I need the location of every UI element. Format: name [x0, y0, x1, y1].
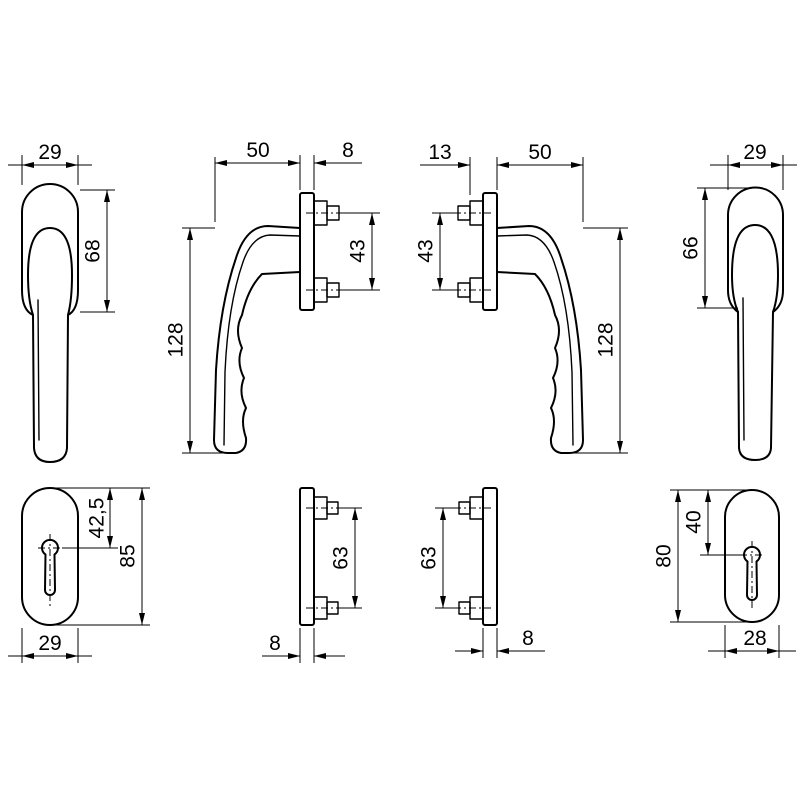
dimension-label: 29: [38, 632, 61, 655]
lever-cap: [731, 224, 779, 313]
extension-line: [50, 487, 150, 626]
dimension-label: 13: [428, 141, 451, 164]
dimension-label: 43: [415, 239, 438, 262]
rosette-side-right: [457, 487, 498, 626]
dimension-side-right-reach: 13 50: [420, 141, 584, 222]
extension-line: [697, 187, 755, 309]
pin-centerline: [457, 507, 491, 609]
dimension-label: 80: [653, 544, 676, 567]
dimension-label: 85: [117, 544, 140, 567]
extension-line: [182, 227, 228, 454]
pin-centerline: [306, 507, 340, 609]
base-plate: [482, 192, 498, 311]
dimension-rosette-right-height: 80: [653, 490, 681, 622]
dimension-label: 28: [743, 627, 766, 650]
lever-inner-line: [742, 297, 745, 441]
dimension-rosette-left-key: 42,5: [50, 487, 150, 626]
lever-inner-line: [496, 234, 574, 446]
dimension-front-left-width: 29: [8, 141, 92, 185]
extension-line: [340, 507, 362, 609]
dimension-front-right-height: 66: [680, 187, 755, 309]
lever-body: [737, 311, 774, 461]
dimension-rosette-right-width: 28: [708, 625, 796, 658]
dimension-rosette-left-height: 85: [117, 488, 145, 625]
dimension-label: 50: [528, 141, 551, 164]
dimension-side-right-length: 128: [569, 227, 628, 454]
extension-line: [670, 489, 752, 623]
base-plate: [482, 487, 498, 626]
extension-line: [727, 155, 784, 190]
dimension-front-right-width: 29: [710, 141, 797, 190]
dimension-label: 66: [680, 236, 703, 259]
dimension-rosette-side-right-spacing: 63: [418, 507, 457, 609]
dimension-label: 8: [269, 632, 281, 655]
dimension-side-left-reach: 50 8: [214, 139, 362, 222]
pin-centerline: [452, 212, 491, 291]
extension-line: [435, 507, 457, 609]
keyhole-icon: [743, 545, 761, 601]
rosette-front-right: [724, 489, 780, 623]
front-view-left-handle: [21, 183, 79, 463]
keyhole-icon: [41, 538, 59, 596]
extension-line: [469, 157, 584, 222]
keyhole-centerline: [740, 541, 764, 610]
front-view-right-handle: [727, 186, 784, 461]
lever-cap: [27, 227, 73, 316]
dimension-rosette-side-right-thickness: 8: [455, 627, 545, 658]
extension-line: [21, 155, 79, 185]
dimension-rosette-side-left-spacing: 63: [330, 507, 362, 609]
rosette-outline: [21, 183, 79, 316]
lever-inner-line: [223, 234, 301, 446]
dimension-label: 50: [246, 139, 269, 162]
base-plate: [299, 487, 315, 626]
dimension-label: 43: [347, 239, 370, 262]
side-view-left-handle: [213, 192, 345, 454]
lever-outline: [496, 225, 584, 454]
extension-line: [432, 212, 455, 291]
dimension-label: 40: [683, 510, 706, 533]
side-view-right-handle: [452, 192, 584, 454]
dimension-label: 8: [522, 627, 534, 650]
dimension-label: 63: [418, 546, 441, 569]
dimension-rosette-left-width: 29: [8, 628, 92, 663]
base-plate: [299, 192, 315, 311]
dimension-label: 29: [743, 141, 766, 164]
extension-line: [482, 628, 498, 658]
dimension-label: 128: [595, 322, 618, 357]
dimension-side-left-pin-spacing: 43: [342, 212, 380, 291]
rosette-outline: [727, 186, 784, 313]
dimension-side-left-length: 128: [165, 227, 228, 454]
rosette-front-left: [21, 487, 79, 626]
pin-centerline: [306, 212, 345, 291]
dimension-side-right-pin-spacing: 43: [415, 212, 455, 291]
dimension-label: 29: [38, 141, 61, 164]
dimension-label: 63: [330, 546, 353, 569]
lever-outline: [213, 225, 301, 454]
dimension-rosette-right-key: 40: [670, 489, 752, 623]
rosette-side-left: [299, 487, 340, 626]
lever-inner-line: [37, 299, 40, 441]
dimension-label: 68: [82, 239, 105, 262]
dimension-label: 8: [342, 139, 354, 162]
lever-body: [32, 314, 69, 463]
dimension-label: 42,5: [86, 498, 109, 539]
extension-line: [299, 628, 315, 663]
dimension-rosette-side-left-thickness: 8: [262, 628, 345, 663]
dimension-label: 128: [165, 322, 188, 357]
dimension-front-left-height: 68: [80, 189, 115, 313]
keyhole-centerline: [38, 534, 62, 606]
